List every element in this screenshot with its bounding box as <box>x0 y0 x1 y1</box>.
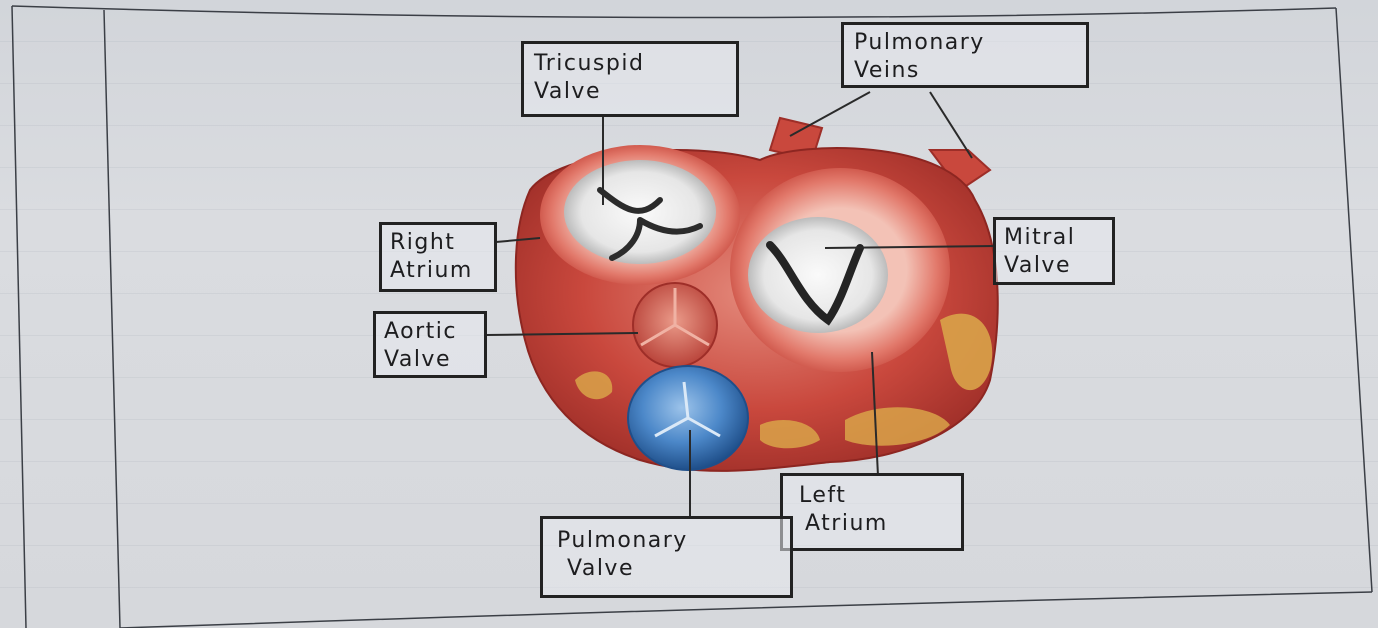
label-tricuspid-valve: Tricuspid Valve <box>521 41 739 117</box>
label-text: Tricuspid <box>534 50 726 78</box>
label-text: Pulmonary <box>557 527 776 555</box>
label-text: Aortic <box>384 318 476 346</box>
label-mitral-valve: Mitral Valve <box>993 217 1115 285</box>
label-text: Valve <box>384 346 476 374</box>
label-text: Atrium <box>390 257 486 285</box>
label-text: Veins <box>854 57 1076 85</box>
label-text: Left <box>799 482 945 510</box>
heart-illustration <box>516 118 998 471</box>
label-pulmonary-veins: Pulmonary Veins <box>841 22 1089 88</box>
label-text: Mitral <box>1004 224 1104 252</box>
label-right-atrium: Right Atrium <box>379 222 497 292</box>
label-left-atrium: Left Atrium <box>780 473 964 551</box>
label-pulmonary-valve: Pulmonary Valve <box>540 516 793 598</box>
label-text: Right <box>390 229 486 257</box>
label-text: Atrium <box>799 510 945 538</box>
label-aortic-valve: Aortic Valve <box>373 311 487 378</box>
label-text: Pulmonary <box>854 29 1076 57</box>
label-text: Valve <box>1004 252 1104 280</box>
label-text: Valve <box>534 78 726 106</box>
label-text: Valve <box>557 555 776 583</box>
